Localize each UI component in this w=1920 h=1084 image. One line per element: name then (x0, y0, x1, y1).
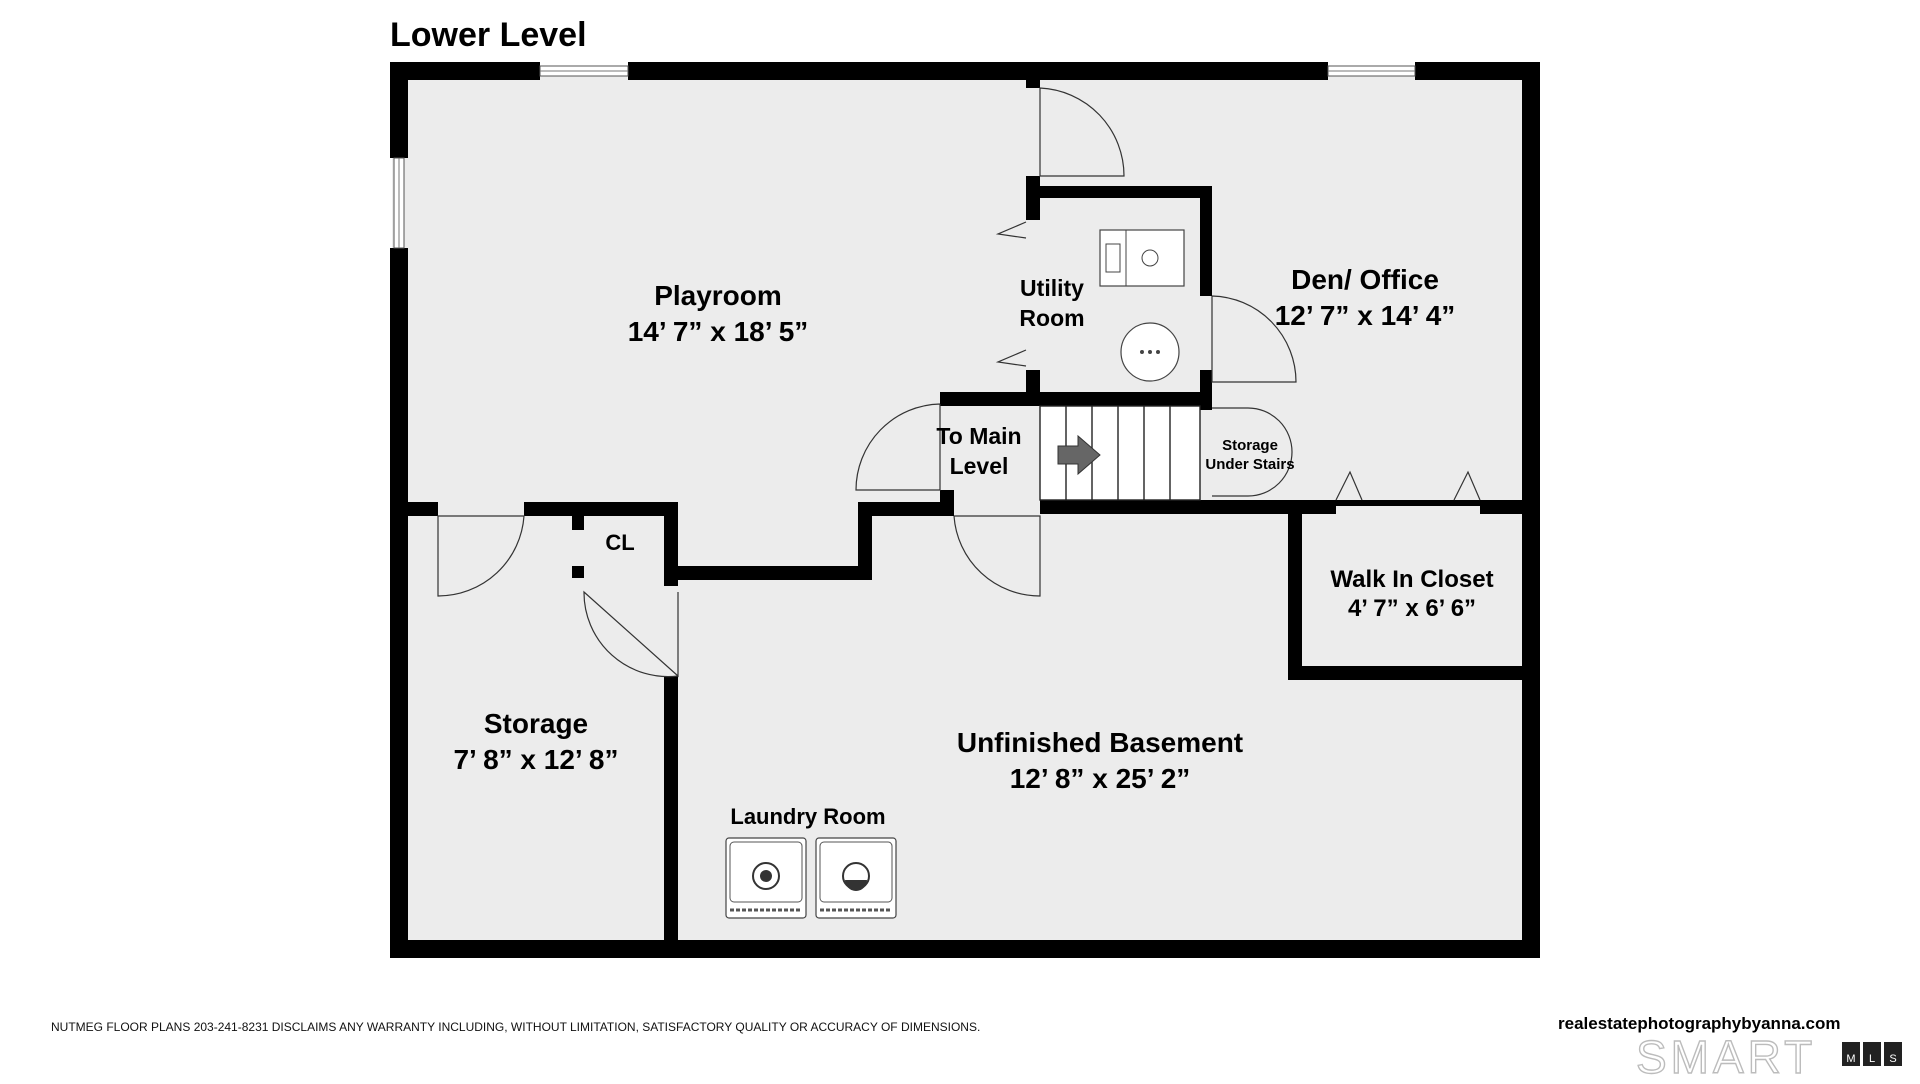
mls-badge-s: S (1884, 1042, 1902, 1066)
stair-arrow-icon (1057, 434, 1101, 476)
laundry-appliances (725, 837, 897, 919)
mls-badge-l: L (1863, 1042, 1881, 1066)
basement-door (953, 515, 1041, 597)
walk-in-closet-dims: 4’ 7” x 6’ 6” (1348, 595, 1476, 622)
windows (393, 65, 1416, 249)
under-stairs-door (1212, 407, 1293, 497)
staircase (1039, 405, 1201, 501)
basement-dims: 12’ 8” x 25’ 2” (1010, 763, 1191, 794)
playroom-name: Playroom (654, 280, 782, 311)
closet-label: CL (605, 530, 634, 555)
utility-label-line2: Room (1019, 305, 1084, 331)
storage-side-door (583, 590, 679, 678)
utility-fixtures (1099, 229, 1185, 382)
walk-in-closet-name: Walk In Closet (1330, 566, 1493, 593)
storage-name: Storage (484, 708, 588, 739)
stairs-label-line2: Level (950, 453, 1009, 479)
under-stairs-label-line2: Under Stairs (1205, 456, 1294, 473)
den-name: Den/ Office (1291, 264, 1439, 295)
playroom-dims: 14’ 7” x 18’ 5” (628, 316, 809, 347)
interior-walls (390, 80, 1540, 958)
utility-door (1039, 87, 1125, 177)
laundry-label: Laundry Room (730, 804, 885, 829)
utility-label-line1: Utility (1020, 275, 1084, 301)
storage-door (437, 515, 525, 597)
den-door (1211, 295, 1297, 383)
mls-badge-m: M (1842, 1042, 1860, 1066)
stairs-label-line1: To Main (936, 423, 1021, 449)
website-link[interactable]: realestatephotographybyanna.com (1558, 1014, 1841, 1033)
storage-dims: 7’ 8” x 12’ 8” (453, 744, 618, 775)
room-labels: Playroom 14’ 7” x 18’ 5” Utility Room De… (453, 264, 1493, 829)
smart-logo: SMART (1635, 1030, 1817, 1083)
basement-name: Unfinished Basement (957, 727, 1243, 758)
den-dims: 12’ 7” x 14’ 4” (1275, 300, 1456, 331)
under-stairs-label-line1: Storage (1222, 437, 1278, 454)
plan-title: Lower Level (390, 16, 587, 54)
disclaimer-text: NUTMEG FLOOR PLANS 203-241-8231 DISCLAIM… (51, 1020, 981, 1034)
stair-door (855, 403, 941, 491)
doors (437, 87, 1481, 678)
